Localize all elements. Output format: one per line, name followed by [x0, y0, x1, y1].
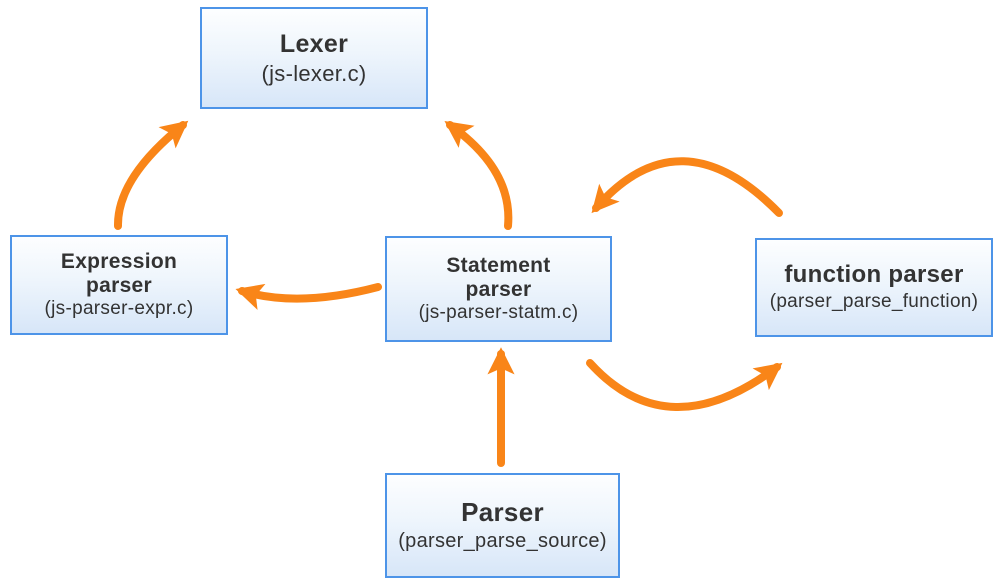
node-lexer-title: Lexer — [279, 29, 349, 58]
node-function-parser: function parser (parser_parse_function) — [755, 238, 993, 337]
node-statement-parser-title: Statement parser — [446, 254, 550, 301]
node-function-parser-title: function parser — [784, 260, 964, 288]
arrow-function-parser-to-statement-parser — [591, 157, 783, 217]
node-expression-parser-title: Expression parser — [61, 250, 177, 297]
node-expression-parser-subtitle: (js-parser-expr.c) — [44, 298, 194, 320]
arrow-statement-parser-to-lexer — [444, 121, 513, 230]
node-lexer-subtitle: (js-lexer.c) — [261, 60, 367, 86]
arrow-statement-parser-to-function-parser — [586, 359, 783, 411]
node-expression-parser: Expression parser (js-parser-expr.c) — [10, 235, 228, 335]
node-statement-parser-subtitle: (js-parser-statm.c) — [418, 302, 579, 324]
node-statement-parser-title-line1: Statement — [446, 253, 551, 277]
arrow-expression-parser-to-lexer — [113, 120, 189, 230]
node-expression-parser-title-line1: Expression — [60, 249, 178, 273]
node-lexer: Lexer (js-lexer.c) — [200, 7, 428, 109]
node-parser-subtitle: (parser_parse_source) — [398, 530, 607, 553]
node-parser: Parser (parser_parse_source) — [385, 473, 620, 578]
node-expression-parser-title-line2: parser — [85, 273, 152, 297]
node-function-parser-subtitle: (parser_parse_function) — [769, 291, 979, 313]
arrow-statement-parser-to-expression-parser — [235, 283, 382, 310]
node-statement-parser-title-line2: parser — [465, 277, 532, 301]
node-statement-parser: Statement parser (js-parser-statm.c) — [385, 236, 612, 342]
node-parser-title: Parser — [461, 496, 544, 527]
